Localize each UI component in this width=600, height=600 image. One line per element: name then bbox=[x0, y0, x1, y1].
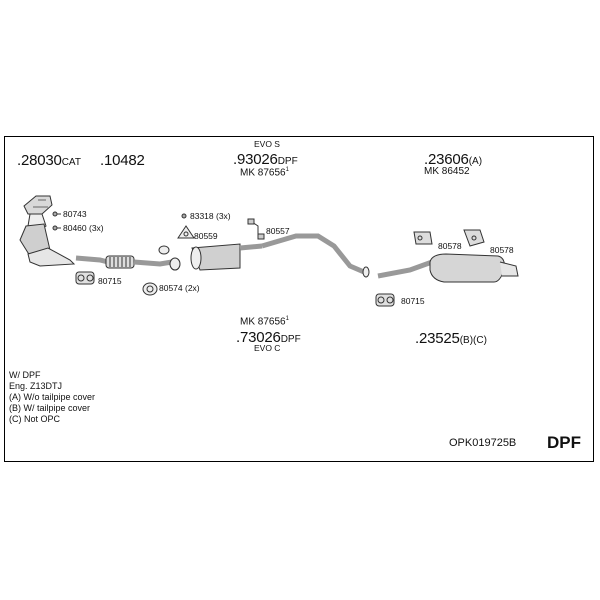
part-label-80578-left: 80578 bbox=[438, 241, 462, 251]
flex-pipe-illustration bbox=[75, 245, 181, 271]
dpf-illustration bbox=[190, 243, 263, 271]
part-label-83318: 83318 (3x) bbox=[190, 211, 231, 221]
part-label-80574: 80574 (2x) bbox=[159, 283, 200, 293]
part-label-80743: 80743 bbox=[63, 209, 87, 219]
variant-label-evo-c: EVO C bbox=[254, 343, 281, 353]
clamp-illustration bbox=[375, 293, 395, 307]
part-number-23606: .23606(A) bbox=[424, 151, 483, 168]
part-label-80559: 80559 bbox=[194, 231, 218, 241]
part-label-80578-right: 80578 bbox=[490, 245, 514, 255]
part-number-23525: .23525(B)(C) bbox=[415, 330, 487, 347]
bolt-icon bbox=[181, 213, 187, 219]
part-label-80715-right: 80715 bbox=[401, 296, 425, 306]
sensor-illustration bbox=[247, 218, 265, 240]
triangle-gasket-illustration bbox=[177, 225, 195, 239]
part-label-80557: 80557 bbox=[266, 226, 290, 236]
note-line: (A) W/o tailpipe cover bbox=[9, 392, 96, 402]
gasket-illustration bbox=[142, 282, 158, 296]
mid-pipe-illustration bbox=[261, 233, 370, 278]
part-number-28030: .28030CAT bbox=[17, 152, 81, 169]
note-line: (C) Not OPC bbox=[9, 414, 61, 424]
dpf-badge: DPF bbox=[547, 433, 581, 452]
diagram-frame bbox=[4, 136, 594, 462]
catalytic-converter-illustration bbox=[19, 195, 76, 267]
note-line: Eng. Z13DTJ bbox=[9, 381, 63, 391]
part-label-80715-left: 80715 bbox=[98, 276, 122, 286]
reference-code: OPK019725B bbox=[449, 437, 517, 449]
variant-label-evo-s: EVO S bbox=[254, 139, 280, 149]
part-number-73026: .73026DPF bbox=[236, 329, 301, 346]
notes-list: W/ DPF Eng. Z13DTJ (A) W/o tailpipe cove… bbox=[9, 370, 95, 425]
note-line: (B) W/ tailpipe cover bbox=[9, 403, 91, 413]
part-label-80460: 80460 (3x) bbox=[63, 223, 104, 233]
note-line: W/ DPF bbox=[9, 370, 41, 380]
bolt-icon bbox=[52, 211, 61, 231]
kit-number-rear: MK 86452 bbox=[424, 166, 470, 177]
hanger-illustration bbox=[413, 229, 485, 247]
rear-silencer-illustration bbox=[377, 253, 519, 283]
part-number-93026: .93026DPF bbox=[233, 151, 298, 168]
kit-number-front: MK 876561 bbox=[240, 167, 289, 179]
clamp-illustration bbox=[75, 271, 95, 285]
part-number-10482: .10482 bbox=[100, 152, 145, 169]
kit-number-lower: MK 876561 bbox=[240, 316, 289, 328]
